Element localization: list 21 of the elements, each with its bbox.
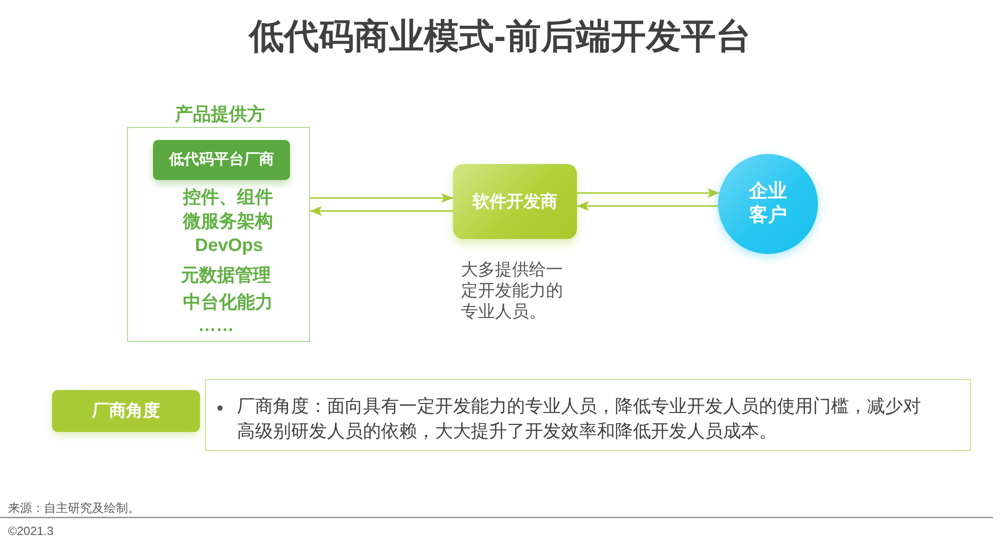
note-text: 厂商角度：面向具有一定开发能力的专业人员，降低专业开发人员的使用门槛，减少对高级别研发人员的依赖，大大提升了开发效率和降低开发人员成本。 — [237, 395, 922, 443]
arrow — [577, 188, 720, 198]
feature-item: 微服务架构 — [182, 210, 274, 232]
feature-item: 控件、组件 — [182, 186, 274, 208]
arrow — [310, 193, 453, 203]
note-box — [205, 379, 971, 451]
group-heading: 产品提供方 — [174, 103, 266, 125]
feature-item: DevOps — [194, 234, 264, 256]
diagram-title: 低代码商业模式-前后端开发平台 — [247, 16, 752, 58]
perspective-tag: 厂商角度 — [52, 390, 200, 432]
vendor-tag: 低代码平台厂商 — [153, 140, 290, 180]
feature-item: 中台化能力 — [182, 291, 274, 313]
source-note: 来源：自主研究及绘制。 — [8, 501, 140, 515]
arrow — [310, 206, 453, 216]
arrow — [577, 201, 718, 211]
customer-circle: 企业客户 — [718, 154, 818, 254]
note-text: 大多提供给一定开发能力的专业人员。 — [461, 259, 564, 322]
copyright-text: ©2021.3 — [8, 524, 54, 538]
ellipsis-text: …… — [197, 314, 235, 336]
feature-item: 元数据管理 — [180, 264, 272, 286]
process-box: 软件开发商 — [453, 164, 577, 239]
